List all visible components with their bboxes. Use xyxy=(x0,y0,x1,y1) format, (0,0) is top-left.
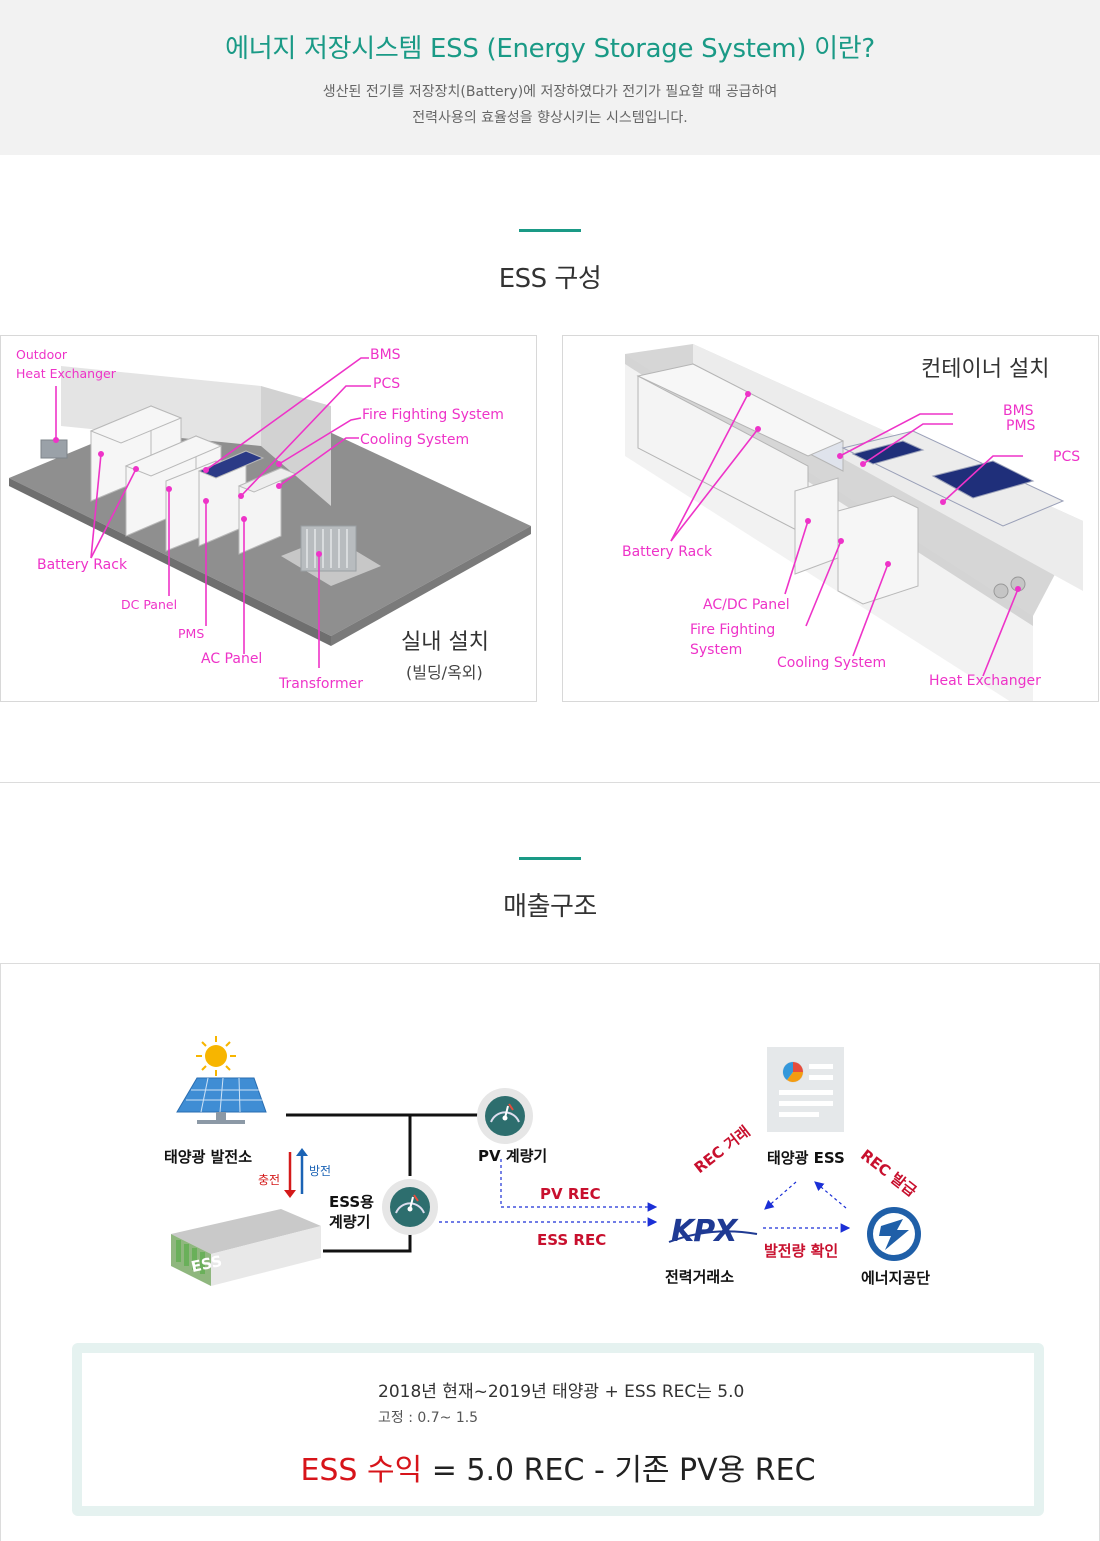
svg-text:KPX: KPX xyxy=(671,1214,739,1249)
label-dc-panel: DC Panel xyxy=(121,597,178,612)
section-accent-bar xyxy=(519,229,581,232)
container-ess-illustration xyxy=(625,344,1083,701)
kpx-name-label: 전력거래소 xyxy=(665,1268,735,1286)
hero-desc-line1: 생산된 전기를 저장장치(Battery)에 저장하였다가 전기가 필요할 때 … xyxy=(322,84,778,100)
revenue-diagram-box: KPX 태양광 발전소 충전 방전 ESS용 계량기 PV 계량기 PV REC… xyxy=(0,963,1100,1541)
energy-agency-logo xyxy=(867,1207,921,1261)
label-heat-exchanger: Heat Exchanger xyxy=(16,366,116,381)
section-divider xyxy=(0,782,1100,783)
hero-description: 생산된 전기를 저장장치(Battery)에 저장하였다가 전기가 필요할 때 … xyxy=(0,79,1100,131)
composition-header: ESS 구성 xyxy=(0,229,1100,295)
label-pms-container: PMS xyxy=(1006,418,1036,434)
indoor-subcaption: (빌딩/옥외) xyxy=(406,663,483,682)
container-installation-panel: 컨테이너 설치 BMS PMS PCS Battery Rack AC/DC P… xyxy=(562,335,1099,702)
hero-banner: 에너지 저장시스템 ESS (Energy Storage System) 이란… xyxy=(0,0,1100,155)
label-fire-fighting: Fire Fighting System xyxy=(362,407,504,423)
label-transformer: Transformer xyxy=(279,676,364,692)
label-battery-rack-container: Battery Rack xyxy=(622,544,713,560)
label-acdc-panel: AC/DC Panel xyxy=(703,597,790,613)
indoor-installation-panel: Outdoor Heat Exchanger BMS PCS Fire Figh… xyxy=(0,335,537,702)
ess-meter-label-2: 계량기 xyxy=(329,1213,371,1231)
hero-desc-line2: 전력사용의 효율성을 향상시키는 시스템입니다. xyxy=(412,110,688,126)
label-battery-rack: Battery Rack xyxy=(37,557,128,573)
revenue-header: 매출구조 xyxy=(0,857,1100,923)
pv-meter-label: PV 계량기 xyxy=(478,1147,548,1165)
revenue-title: 매출구조 xyxy=(503,892,597,922)
sun-icon xyxy=(196,1036,236,1076)
label-cooling: Cooling System xyxy=(360,432,470,448)
document-icon xyxy=(767,1047,844,1132)
generation-check-label: 발전량 확인 xyxy=(764,1242,839,1260)
container-caption: 컨테이너 설치 xyxy=(921,357,1050,382)
meter-icon xyxy=(477,1088,533,1144)
composition-title: ESS 구성 xyxy=(498,264,602,294)
revenue-summary-inner: 2018년 현재~2019년 태양광 + ESS REC는 5.0 고정 : 0… xyxy=(82,1353,1034,1506)
section-accent-bar xyxy=(519,857,581,860)
label-pms: PMS xyxy=(178,626,205,641)
ess-rec-label: ESS REC xyxy=(537,1231,607,1249)
discharge-label: 방전 xyxy=(309,1164,332,1178)
indoor-caption: 실내 설치 xyxy=(401,630,489,655)
label-cooling-container: Cooling System xyxy=(777,655,887,671)
revenue-summary-box: 2018년 현재~2019년 태양광 + ESS REC는 5.0 고정 : 0… xyxy=(72,1343,1044,1516)
ess-meter-label-1: ESS용 xyxy=(329,1193,374,1211)
summary-line2: 고정 : 0.7~ 1.5 xyxy=(378,1410,479,1426)
formula-rest: = 5.0 REC - 기존 PV용 REC xyxy=(422,1453,816,1488)
hero-title: 에너지 저장시스템 ESS (Energy Storage System) 이란… xyxy=(225,34,875,64)
kpx-logo: KPX xyxy=(668,1214,758,1249)
meter-icon xyxy=(382,1179,438,1235)
charge-label: 충전 xyxy=(258,1173,281,1187)
indoor-ess-illustration xyxy=(9,357,531,668)
label-bms-container: BMS xyxy=(1003,403,1034,419)
summary-line1: 2018년 현재~2019년 태양광 + ESS REC는 5.0 xyxy=(378,1382,745,1402)
label-pcs-container: PCS xyxy=(1053,449,1081,465)
energy-agency-label: 에너지공단 xyxy=(861,1269,931,1287)
pv-rec-label: PV REC xyxy=(540,1185,601,1203)
label-bms: BMS xyxy=(370,347,401,363)
solar-plant-label: 태양광 발전소 xyxy=(164,1148,253,1166)
label-fire-fighting-2: System xyxy=(690,642,743,658)
label-fire-fighting-1: Fire Fighting xyxy=(690,622,776,638)
label-outdoor: Outdoor xyxy=(16,347,68,362)
label-pcs: PCS xyxy=(373,376,401,392)
revenue-formula: ESS 수익 = 5.0 REC - 기존 PV용 REC xyxy=(82,1445,1034,1489)
solar-ess-label: 태양광 ESS xyxy=(767,1149,845,1167)
label-heat-exchanger-container: Heat Exchanger xyxy=(929,673,1041,689)
formula-highlight: ESS 수익 xyxy=(300,1453,423,1488)
label-ac-panel: AC Panel xyxy=(201,651,263,667)
revenue-flow-diagram: KPX xyxy=(171,1036,921,1286)
